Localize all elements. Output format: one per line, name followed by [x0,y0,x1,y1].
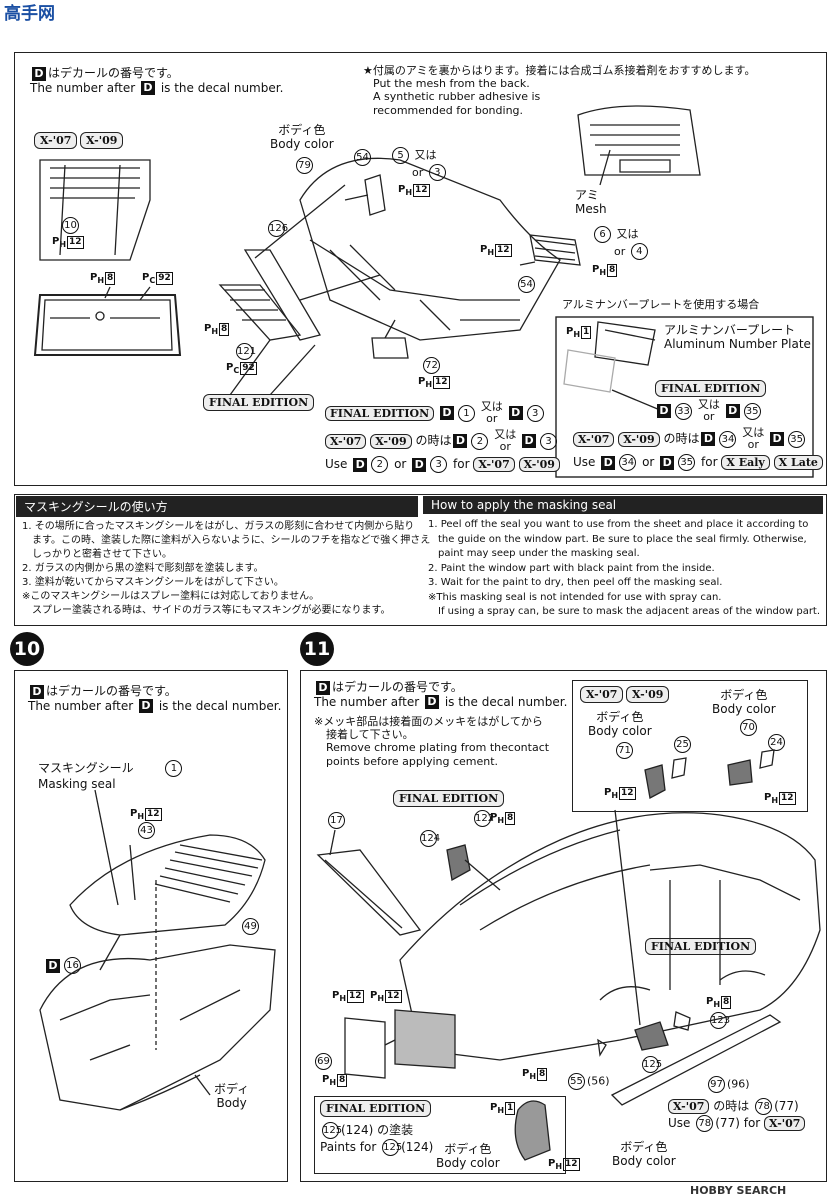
chrome-note: ※メッキ部品は接着面のメッキをはがしてから 接着して下さい。 Remove ch… [314,715,550,768]
aluminum-plate-title: アルミナンバープレートを使用する場合 [562,298,760,311]
part-70: 70 [738,719,759,736]
part-6-or-4: 6 又は or 4 [592,226,650,260]
badge-x09-step11: X-'09 [626,686,670,703]
masking-title-en: How to apply the masking seal [423,496,823,514]
part-54-b: 54 [516,276,537,293]
part-122: 122 [472,810,494,827]
badge-final-edition-c: FINAL EDITION [393,790,505,807]
part-125: 125 [640,1056,662,1073]
part-17: 17 [326,812,347,829]
final-paint-note: 125(124) の塗装 Paints for 125(124) [320,1122,434,1156]
part-72: 72 [421,357,442,374]
part-71: 71 [614,742,635,759]
step-10-badge: 10 [10,632,44,666]
masking-jp-text: 1. その場所に合ったマスキングシールをはがし、ガラスの彫刻に合わせて内側から貼… [22,521,431,616]
step-11-badge: 11 [300,632,334,666]
x07-sill-note: X-'07 の時は 78(77) Use 78(77) for X-'07 [668,1098,806,1132]
watermark-logo: 高手网 [4,4,55,24]
badge-x09: X-'09 [80,132,124,149]
part-49: 49 [240,918,261,935]
badge-x07: X-'07 [34,132,78,149]
part-97-96: 97(96) [706,1076,750,1093]
part-25: 25 [672,736,693,753]
hobbysearch-footer: HOBBY SEARCH [690,1184,787,1197]
part-121: 121 [234,343,256,360]
part-43: 43 [136,822,157,839]
part-69: 69 [313,1053,334,1070]
badge-final-edition-e: FINAL EDITION [320,1100,432,1117]
part-126: 126 [266,220,288,237]
part-55-56: 55(56) [566,1073,610,1090]
part-24: 24 [766,734,787,751]
masking-title-jp: マスキングシールの使い方 [16,496,418,517]
badge-x07-step11: X-'07 [580,686,624,703]
masking-en-text: 1. Peel off the seal you want to use fro… [428,519,821,617]
badge-final-edition-d: FINAL EDITION [645,938,757,955]
mesh-note: ★付属のアミを裏からはります。接着には合成ゴム系接着剤をおすすめします。 Put… [363,64,756,117]
part-79: 79 [294,157,315,174]
part-5-or-3: 5 又は or 3 [390,147,448,181]
part-124: 124 [418,830,440,847]
part-10: 10 [60,217,81,234]
badge-final-edition-a: FINAL EDITION [203,394,315,411]
badge-final-edition-b: FINAL EDITION [655,380,767,397]
part-54: 54 [352,149,373,166]
